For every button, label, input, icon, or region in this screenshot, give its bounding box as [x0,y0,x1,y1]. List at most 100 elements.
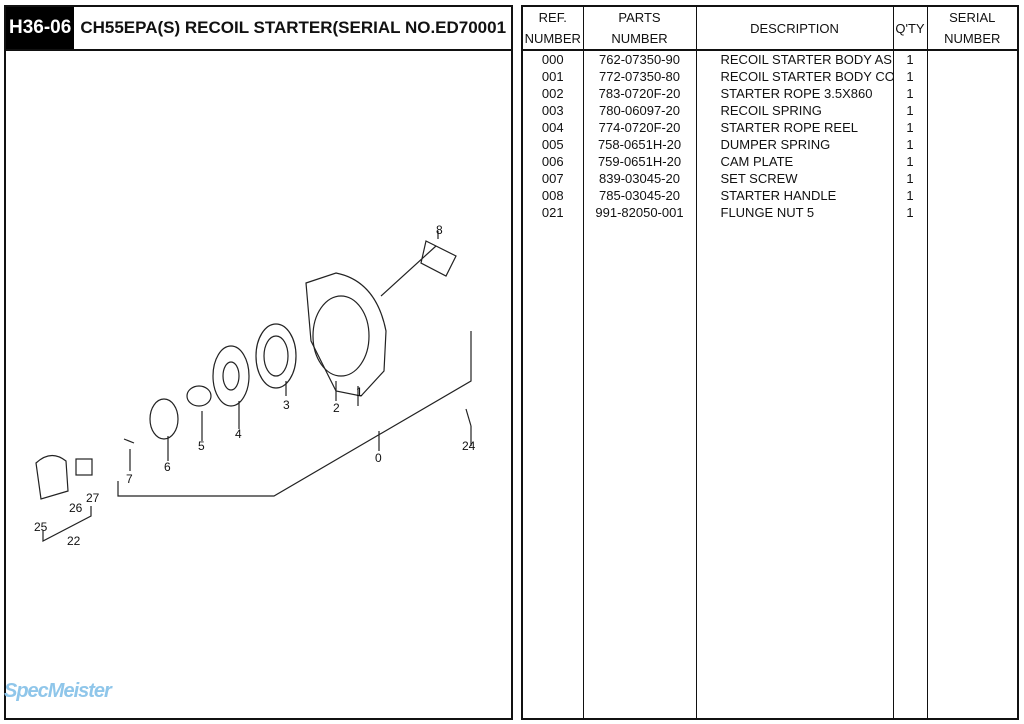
parts-number-cell: 780-06097-20 [582,102,696,119]
serial-number-cell [926,204,1017,221]
callout-2: 2 [333,401,340,415]
parts-number-cell: 772-07350-80 [582,68,696,85]
parts-number-cell: 785-03045-20 [582,187,696,204]
quantity-cell: 1 [892,119,927,136]
header-text: DESCRIPTION [750,20,839,36]
quantity-cell: 1 [892,50,927,68]
header-serial-number: SERIAL NUMBER [926,7,1017,51]
parts-number-cell: 762-07350-90 [582,50,696,68]
serial-number-cell [926,68,1017,85]
callout-7: 7 [126,472,133,486]
description-cell: SET SCREW [695,170,893,187]
parts-number-cell: 758-0651H-20 [582,136,696,153]
quantity-cell: 1 [892,68,927,85]
empty-cell [582,221,696,718]
empty-cell [926,221,1017,718]
exploded-parts-diagram: 8 1 2 3 4 5 6 7 0 24 27 26 25 22 [34,223,476,548]
ref-number-cell: 003 [541,103,564,118]
ref-number-cell: 021 [541,205,564,220]
ref-number-cell: 000 [541,52,564,67]
header-text: SERIAL [949,10,996,25]
starter-body-shape [305,272,387,397]
description-cell: STARTER ROPE 3.5X860 [695,85,893,102]
serial-number-cell [926,119,1017,136]
empty-cell [523,221,583,718]
quantity-cell: 1 [892,170,927,187]
quantity-cell: 1 [892,102,927,119]
header-quantity: Q'TY [892,7,927,51]
callout-3: 3 [283,398,290,412]
header-text: NUMBER [944,31,1001,46]
header-text: Q'TY [895,20,925,36]
serial-number-cell [926,187,1017,204]
cover-plate-shape [35,454,69,500]
header-ref-number: REF. NUMBER [523,7,583,51]
watermark-logo: SpecMeister [4,680,112,702]
parts-number-cell: 759-0651H-20 [582,153,696,170]
callout-5: 5 [198,439,205,453]
description-cell: RECOIL SPRING [695,102,893,119]
section-code: H36-06 [6,7,75,49]
quantity-cell: 1 [892,153,927,170]
serial-number-cell [926,136,1017,153]
serial-number-cell [926,85,1017,102]
ref-number-cell: 005 [541,137,564,152]
serial-number-cell [926,153,1017,170]
serial-number-cell [926,50,1017,68]
header-text: NUMBER [611,31,668,46]
callout-22: 22 [67,534,81,548]
header-text: NUMBER [524,31,581,46]
parts-number-cell: 783-0720F-20 [582,85,696,102]
callout-6: 6 [164,460,171,474]
quantity-cell: 1 [892,85,927,102]
callout-26: 26 [69,501,83,515]
ref-number-cell: 001 [541,69,564,84]
diagram-panel: H36-06 CH55EPA(S) RECOIL STARTER(SERIAL … [4,5,513,720]
ref-number-cell: 002 [541,86,564,101]
header-text: PARTS [618,10,661,25]
ref-number-cell: 006 [541,154,564,169]
callout-25: 25 [34,520,48,534]
callout-1: 1 [356,385,363,399]
callout-0: 0 [375,451,382,465]
description-cell: CAM PLATE [695,153,893,170]
description-cell: STARTER ROPE REEL [695,119,893,136]
callout-4: 4 [235,427,242,441]
callout-8: 8 [436,223,443,237]
starter-handle-shape [380,240,457,297]
callout-27: 27 [86,491,100,505]
description-cell: DUMPER SPRING [695,136,893,153]
parts-number-cell: 839-03045-20 [582,170,696,187]
quantity-cell: 1 [892,136,927,153]
callout-24: 24 [462,439,476,453]
empty-cell [695,221,893,718]
quantity-cell: 1 [892,187,927,204]
header-parts-number: PARTS NUMBER [582,7,696,51]
header-description: DESCRIPTION [695,7,893,51]
serial-number-cell [926,102,1017,119]
ref-number-cell: 007 [541,171,564,186]
quantity-cell: 1 [892,204,927,221]
ref-number-cell: 008 [541,188,564,203]
description-cell: FLUNGE NUT 5 [695,204,893,221]
page-title: CH55EPA(S) RECOIL STARTER(SERIAL NO.ED70… [80,18,507,37]
parts-number-cell: 991-82050-001 [582,204,696,221]
description-cell: STARTER HANDLE [695,187,893,204]
header-text: REF. [538,10,567,25]
parts-number-cell: 774-0720F-20 [582,119,696,136]
page-header: H36-06 CH55EPA(S) RECOIL STARTER(SERIAL … [6,7,511,51]
description-cell: RECOIL STARTER BODY CO [695,68,893,85]
filler-row [523,221,1017,718]
ref-number-cell: 004 [541,120,564,135]
description-cell: RECOIL STARTER BODY AS [695,50,893,68]
